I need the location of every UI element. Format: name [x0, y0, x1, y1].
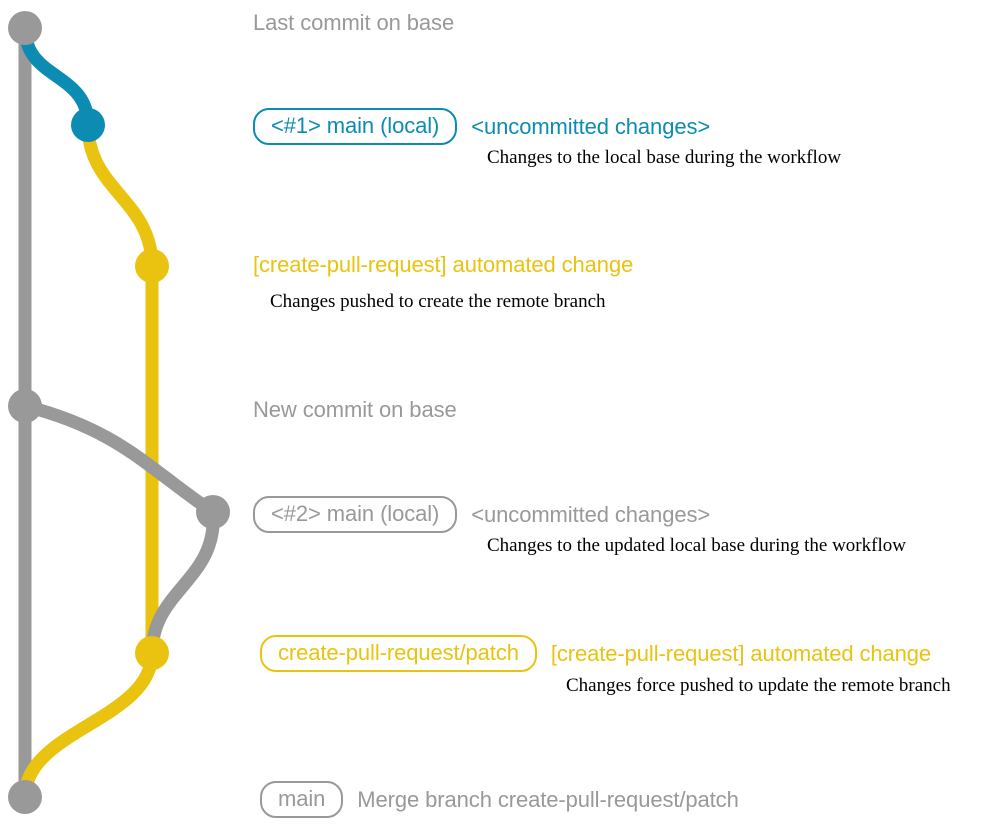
commit-subject: Merge branch create-pull-request/patch	[357, 786, 739, 812]
commit-line: <#1> main (local) <uncommitted changes>	[253, 108, 710, 145]
commit-line: create-pull-request/patch [create-pull-r…	[260, 635, 931, 672]
commit-description-local-2: Changes to the updated local base during…	[487, 535, 906, 556]
commit-subject: [create-pull-request] automated change	[550, 640, 932, 666]
commit-row-local-2: <#2> main (local) <uncommitted changes>	[253, 496, 710, 533]
commit-description-local-1: Changes to the local base during the wor…	[487, 147, 842, 168]
lane-local-blue	[18, 21, 95, 132]
commit-row-merge: main Merge branch create-pull-request/pa…	[260, 781, 739, 818]
commit-row-last-commit-on-base: Last commit on base	[253, 12, 454, 34]
commit-nodes	[8, 11, 230, 814]
commit-line: New commit on base	[253, 399, 457, 421]
lane-local2-gray-in	[145, 505, 220, 660]
lane-local2-gray-out	[18, 399, 220, 519]
commit-subject: [create-pull-request] automated change	[253, 252, 634, 277]
ref-tag-main-local-2[interactable]: <#2> main (local)	[253, 496, 458, 533]
commit-row-local-1: <#1> main (local) <uncommitted changes>	[253, 108, 710, 145]
node-local-2	[196, 495, 230, 529]
commit-row-automated-change-2: create-pull-request/patch [create-pull-r…	[260, 635, 931, 672]
commit-line: [create-pull-request] automated change	[253, 254, 633, 276]
node-local-1	[71, 108, 105, 142]
node-merge	[8, 780, 42, 814]
commit-line: <#2> main (local) <uncommitted changes>	[253, 496, 710, 533]
node-remote-1	[135, 249, 169, 283]
commit-subject: Last commit on base	[253, 10, 455, 35]
commit-subject: New commit on base	[253, 397, 457, 422]
commit-subject: <uncommitted changes>	[471, 113, 711, 139]
ref-tag-main[interactable]: main	[260, 781, 344, 818]
commit-line: Last commit on base	[253, 12, 454, 34]
node-base-new	[8, 389, 42, 423]
commit-description-automated-change-1: Changes pushed to create the remote bran…	[270, 291, 606, 312]
ref-tag-main-local-1[interactable]: <#1> main (local)	[253, 108, 458, 145]
commit-line: main Merge branch create-pull-request/pa…	[260, 781, 739, 818]
ref-tag-create-pull-request-patch[interactable]: create-pull-request/patch	[260, 635, 537, 672]
commit-row-automated-change-1: [create-pull-request] automated change	[253, 254, 633, 276]
commit-description-automated-change-2: Changes force pushed to update the remot…	[566, 675, 951, 696]
commit-row-new-commit-on-base: New commit on base	[253, 399, 457, 421]
node-base-top	[8, 11, 42, 45]
commit-subject: <uncommitted changes>	[471, 501, 711, 527]
lane-remote-gold-tail	[18, 646, 159, 804]
node-remote-2	[135, 636, 169, 670]
